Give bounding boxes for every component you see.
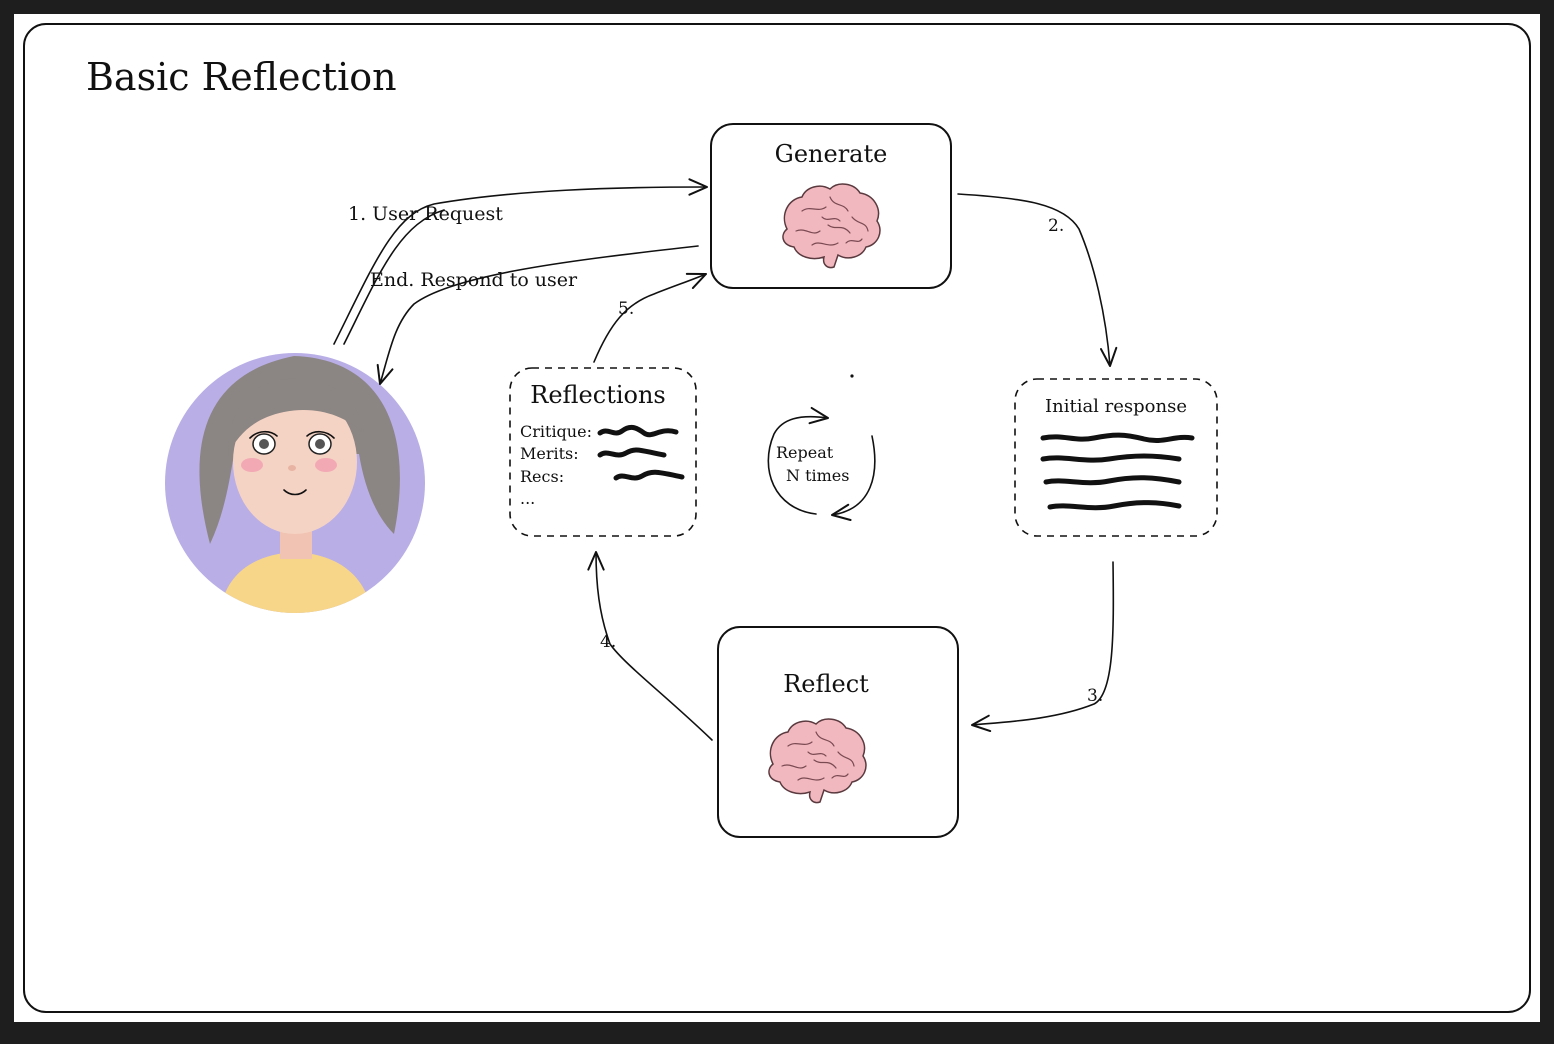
- reflections-node: Reflections Critique: Merits: Recs: ...: [509, 367, 697, 537]
- brain-icon: [782, 183, 881, 269]
- text-lines-placeholder: [1040, 432, 1195, 511]
- edge-label-user-request: 1. User Request: [348, 203, 503, 225]
- diagram-title: Basic Reflection: [86, 55, 397, 99]
- edge-label-respond: End. Respond to user: [370, 269, 578, 291]
- loop-label-line1: Repeat: [776, 443, 834, 462]
- diagram-svg: Basic Reflection Generate Initial respon…: [23, 23, 1531, 1013]
- reflections-field-critique: Critique:: [520, 422, 592, 441]
- reflect-label: Reflect: [783, 670, 869, 698]
- user-avatar: [165, 353, 425, 613]
- brain-icon: [768, 718, 867, 804]
- stray-dot: [850, 374, 854, 378]
- loop-label-line2: N times: [786, 466, 849, 485]
- reflections-field-more: ...: [520, 489, 535, 508]
- edge-label-step4: 4.: [600, 632, 616, 652]
- edge-reflect-to-reflections: [587, 551, 713, 741]
- outer-frame: [23, 23, 1531, 1013]
- repeat-loop: Repeat N times: [767, 406, 876, 521]
- edge-label-step2: 2.: [1048, 216, 1064, 236]
- edge-label-step3: 3.: [1087, 686, 1103, 706]
- edge-user-request-sketch: [343, 209, 445, 345]
- edge-initial-to-reflect: [971, 561, 1115, 733]
- generate-node: Generate: [710, 123, 952, 289]
- edge-label-step5: 5.: [618, 299, 634, 319]
- edge-respond: [376, 245, 699, 385]
- reflect-node: Reflect: [717, 626, 959, 838]
- generate-label: Generate: [775, 140, 888, 168]
- initial-response-label: Initial response: [1045, 396, 1187, 417]
- reflections-label: Reflections: [530, 381, 665, 409]
- edge-generate-to-initial: [957, 193, 1118, 367]
- reflections-field-recs: Recs:: [520, 467, 564, 486]
- reflections-field-merits: Merits:: [520, 444, 579, 463]
- diagram-canvas: Basic Reflection Generate Initial respon…: [14, 14, 1540, 1022]
- edge-reflections-to-generate: [593, 272, 707, 363]
- edge-user-request: [333, 178, 708, 345]
- initial-response-node: Initial response: [1014, 378, 1218, 537]
